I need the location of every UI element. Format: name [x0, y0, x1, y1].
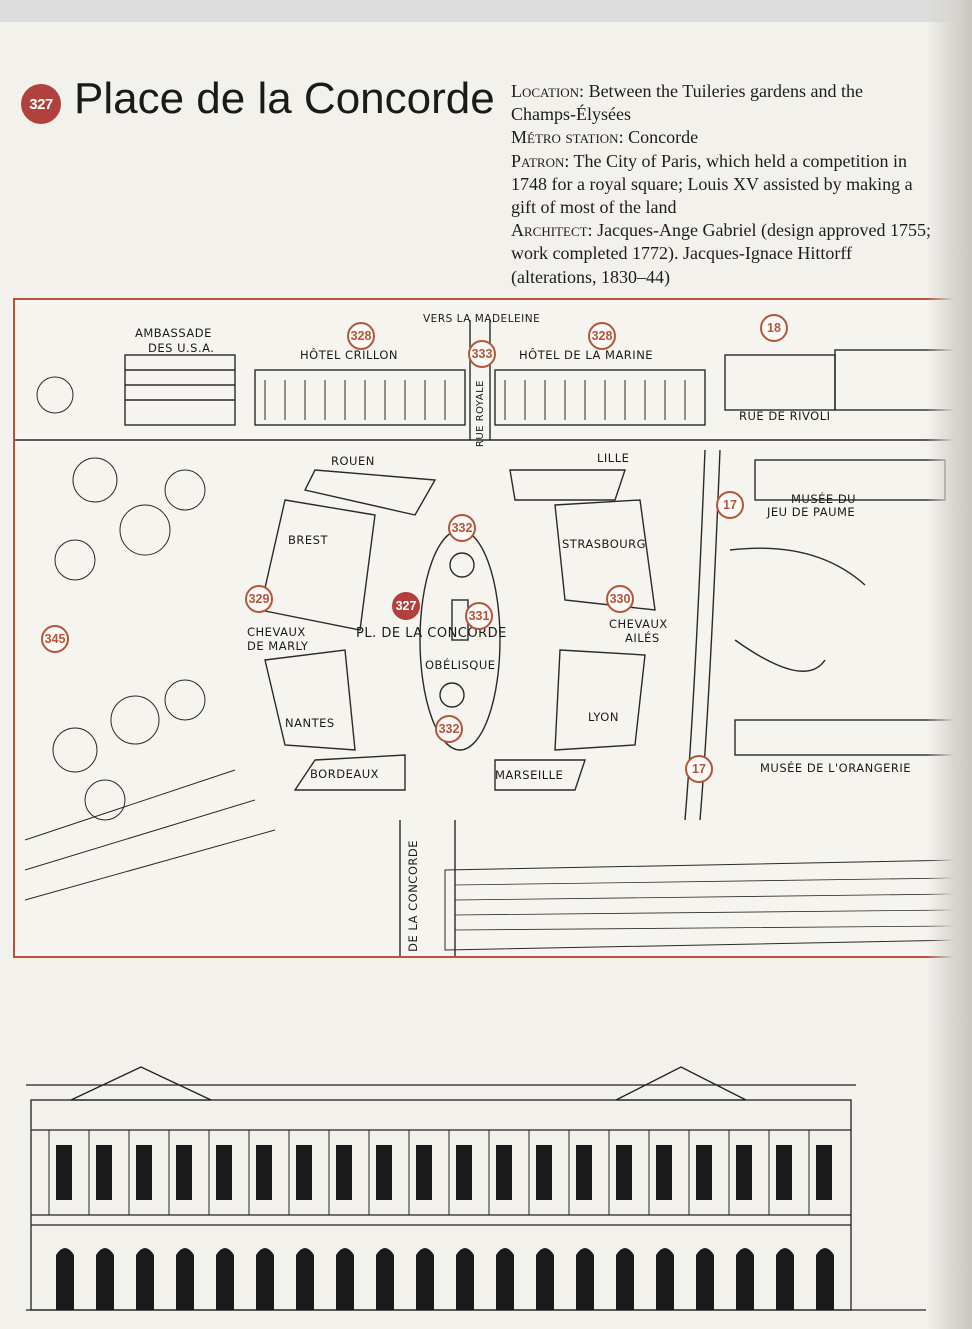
- label-place: PL. DE LA CONCORDE: [356, 626, 507, 641]
- marker-328-marine: 328: [588, 322, 616, 350]
- facade-arch: [96, 1248, 114, 1310]
- facade-arch: [336, 1248, 354, 1310]
- site-map: AMBASSADE DES U.S.A. VERS LA MADELEINE H…: [13, 298, 963, 958]
- label-strasbourg: STRASBOURG: [562, 537, 647, 551]
- label-pont: PONT DE LA CONCORDE: [406, 840, 420, 958]
- architect-row: Architect: Jacques-Ange Gabriel (design …: [511, 219, 931, 289]
- map-drawing: [15, 320, 961, 956]
- facade-arch: [656, 1248, 674, 1310]
- facade-arch: [496, 1248, 514, 1310]
- label-orangerie: MUSÉE DE L'ORANGERIE: [760, 761, 912, 775]
- facade-arch: [736, 1248, 754, 1310]
- label-marseille: MARSEILLE: [495, 768, 564, 782]
- facade-window: [296, 1145, 312, 1200]
- facade-window: [376, 1145, 392, 1200]
- architect-label: Architect:: [511, 220, 593, 241]
- facade-arch: [136, 1248, 154, 1310]
- facade-arch: [696, 1248, 714, 1310]
- label-bordeaux: BORDEAUX: [310, 767, 380, 781]
- label-brest: BREST: [288, 533, 328, 547]
- label-rue-rivoli: RUE DE RIVOLI: [739, 409, 831, 423]
- label-ambassade: AMBASSADE: [135, 326, 212, 340]
- facade-window: [96, 1145, 112, 1200]
- marker-327: 327: [392, 592, 420, 620]
- facade-arch: [376, 1248, 394, 1310]
- facade-window: [616, 1145, 632, 1200]
- facade-window: [496, 1145, 512, 1200]
- patron-label: Patron:: [511, 150, 570, 171]
- label-lille: LILLE: [597, 451, 630, 465]
- location-label: Location:: [511, 81, 585, 101]
- marker-17-orangerie: 17: [685, 755, 713, 783]
- marker-18: 18: [760, 314, 788, 342]
- architect-value: Jacques-Ange Gabriel (design approved 17…: [511, 220, 931, 287]
- page-top-edge: [0, 0, 972, 22]
- facade-window: [216, 1145, 232, 1200]
- metro-row: Métro station: Concorde: [511, 126, 931, 149]
- metro-value: Concorde: [628, 127, 699, 148]
- marker-333: 333: [468, 340, 496, 368]
- label-jeu-de-paume-2: JEU DE PAUME: [767, 505, 856, 519]
- label-obelisque: OBÉLISQUE: [425, 658, 496, 672]
- label-hotel-crillon: HÔTEL CRILLON: [300, 348, 399, 362]
- facade-window: [176, 1145, 192, 1200]
- label-jeu-de-paume-1: MUSÉE DU: [791, 492, 857, 506]
- facade-window: [416, 1145, 432, 1200]
- facade-window: [456, 1145, 472, 1200]
- location-row: Location: Between the Tuileries gardens …: [511, 80, 931, 126]
- info-block: Location: Between the Tuileries gardens …: [511, 80, 931, 289]
- facade-window: [656, 1145, 672, 1200]
- facade-arch: [176, 1248, 194, 1310]
- label-madeleine: VERS LA MADELEINE: [423, 313, 541, 325]
- label-chevaux-marly-2: DE MARLY: [247, 639, 309, 653]
- label-rue-royale: RUE ROYALE: [475, 380, 486, 448]
- label-chevaux-ailes-2: AILÉS: [625, 631, 660, 645]
- facade-window: [776, 1145, 792, 1200]
- facade-arch: [616, 1248, 634, 1310]
- facade-arch: [416, 1248, 434, 1310]
- facade-window: [56, 1145, 72, 1200]
- location-value: Between the Tuileries gardens and the Ch…: [511, 81, 864, 125]
- facade-arch: [456, 1248, 474, 1310]
- facade-window: [736, 1145, 752, 1200]
- label-usa: DES U.S.A.: [148, 341, 215, 355]
- facade-window: [256, 1145, 272, 1200]
- patron-row: Patron: The City of Paris, which held a …: [511, 150, 931, 220]
- label-hotel-marine: HÔTEL DE LA MARINE: [519, 348, 654, 362]
- marker-328-crillon: 328: [347, 322, 375, 350]
- marker-332-south: 332: [435, 715, 463, 743]
- label-rouen: ROUEN: [331, 454, 375, 468]
- facade-elevation-drawing: [26, 1066, 926, 1311]
- facade-window: [536, 1145, 552, 1200]
- facade-window: [696, 1145, 712, 1200]
- facade-window: [576, 1145, 592, 1200]
- facade-arch: [256, 1248, 274, 1310]
- facade-arch: [216, 1248, 234, 1310]
- facade-arch: [296, 1248, 314, 1310]
- marker-17-jeu-de-paume: 17: [716, 491, 744, 519]
- label-chevaux-marly-1: CHEVAUX: [247, 625, 306, 639]
- marker-331: 331: [465, 602, 493, 630]
- marker-329: 329: [245, 585, 273, 613]
- label-chevaux-ailes-1: CHEVAUX: [609, 617, 668, 631]
- metro-label: Métro station:: [511, 127, 624, 148]
- marker-332-north: 332: [448, 514, 476, 542]
- entry-number-badge: 327: [21, 84, 61, 124]
- page-title: Place de la Concorde: [74, 74, 495, 123]
- facade-arch: [576, 1248, 594, 1310]
- facade-window: [816, 1145, 832, 1200]
- page-gutter-shadow: [926, 0, 972, 1329]
- label-lyon: LYON: [588, 710, 619, 724]
- label-nantes: NANTES: [285, 716, 335, 730]
- facade-arch: [816, 1248, 834, 1310]
- marker-330: 330: [606, 585, 634, 613]
- facade-arch: [536, 1248, 554, 1310]
- marker-345: 345: [41, 625, 69, 653]
- patron-value: The City of Paris, which held a competit…: [511, 150, 913, 218]
- facade-arch: [776, 1248, 794, 1310]
- facade-window: [136, 1145, 152, 1200]
- facade-arch: [56, 1248, 74, 1310]
- facade-window: [336, 1145, 352, 1200]
